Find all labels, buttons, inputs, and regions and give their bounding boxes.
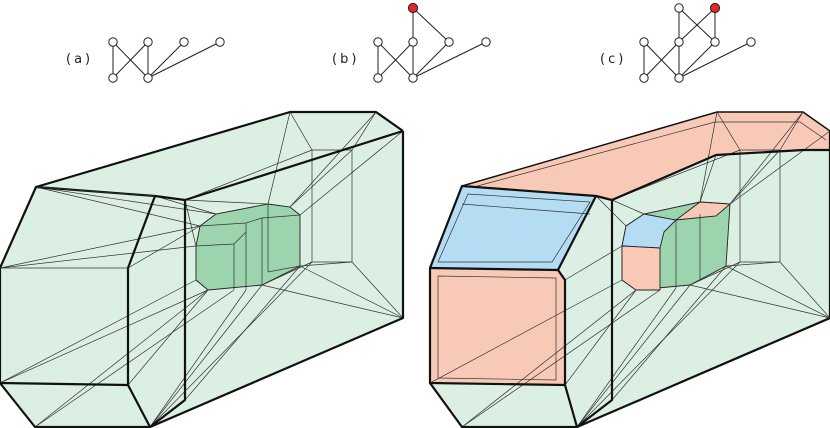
panel-label-a: (a) [66, 52, 93, 67]
polyhedron-right [428, 111, 830, 428]
panel-label-b: (b) [332, 52, 359, 67]
polyhedron-left [0, 110, 405, 428]
graph-c: (c) [600, 2, 756, 83]
highlight-node-b [407, 2, 419, 14]
graph-a: (a) [66, 37, 225, 83]
graph-b: (b) [332, 2, 491, 83]
highlight-node-c [709, 2, 721, 14]
panel-label-c: (c) [600, 52, 626, 67]
